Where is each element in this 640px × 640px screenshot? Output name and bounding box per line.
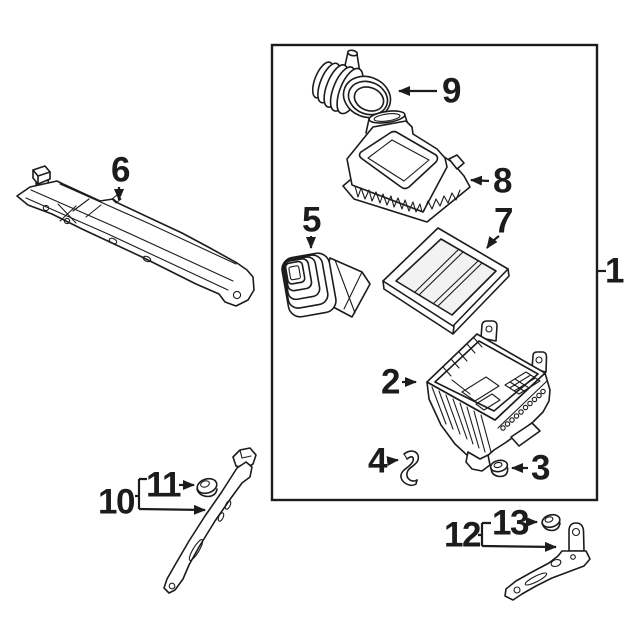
leader-line-12 [481,541,557,552]
callout-8-label: 8 [493,162,512,201]
callout-11-label: 11 [146,466,181,505]
part-13-grommet [541,513,561,532]
leader-line-4 [386,456,399,467]
callout-6-label: 6 [111,151,130,190]
part-10-bracket [163,447,257,594]
callout-7: 7 [486,202,514,249]
callout-11: 11 [146,466,195,505]
part-7-air-filter [382,227,510,335]
callout-7-label: 7 [494,202,512,241]
callouts: 1 2 3 4 5 6 7 8 [98,72,626,555]
callout-12: 12 [444,516,557,555]
leader-line-7 [486,235,500,249]
callout-6: 6 [111,151,132,201]
callout-8: 8 [470,162,514,201]
callout-1: 1 [597,252,626,291]
callout-1-label: 1 [605,252,624,291]
callout-9-label: 9 [442,72,461,111]
callout-3-label: 3 [531,449,550,488]
callout-4-label: 4 [368,442,388,481]
part-8-air-cleaner-cover [342,110,471,223]
callout-5: 5 [302,201,323,249]
part-3-grommet [489,459,509,478]
leader-line-8 [470,175,490,186]
part-5-inlet-duct [281,252,371,318]
callout-4: 4 [368,442,399,481]
callout-2: 2 [381,363,417,402]
assembly-boundary-box [270,43,599,502]
part-2-air-cleaner-housing [426,320,551,472]
cover-neck [365,110,410,134]
callout-12-label: 12 [444,516,481,555]
leader-line-10 [138,504,206,515]
callout-10: 10 [98,477,206,522]
leader-bracket-12 [478,521,491,546]
callout-2-label: 2 [381,363,400,402]
callout-13: 13 [492,504,538,543]
callout-10-label: 10 [98,483,135,522]
callout-13-label: 13 [492,504,529,543]
callout-5-label: 5 [302,201,321,240]
part-9-intake-hose [311,49,392,119]
callout-3: 3 [511,449,552,488]
part-4-clip [400,450,420,487]
housing-vent-holes [500,388,546,431]
leader-bracket-10 [135,477,147,509]
part-11-grommet [196,477,218,498]
part-6-support-panel [16,165,255,307]
callout-9: 9 [398,72,463,111]
part-12-bracket [504,522,591,601]
